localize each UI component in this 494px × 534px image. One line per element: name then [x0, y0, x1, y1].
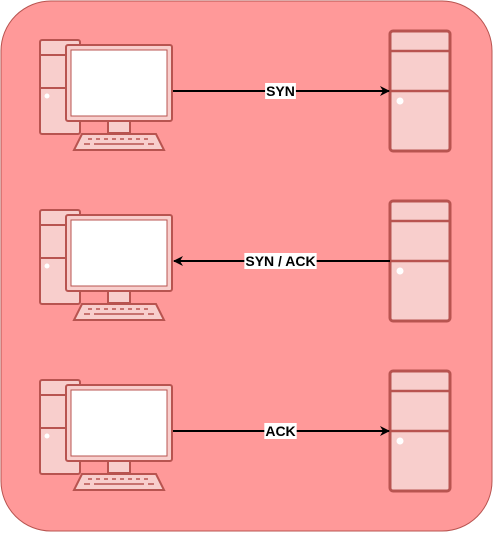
- message-label: SYN / ACK: [245, 253, 315, 269]
- message-label: ACK: [265, 423, 295, 439]
- handshake-row: SYN / ACK: [39, 199, 452, 323]
- handshake-row: SYN: [39, 29, 452, 153]
- message-label-background: [244, 253, 317, 269]
- desktop-computer-icon: [39, 39, 173, 151]
- message-label-background: [265, 83, 296, 99]
- server-tower-icon: [388, 369, 452, 493]
- desktop-computer-icon: [39, 209, 173, 321]
- message-label: SYN: [266, 83, 295, 99]
- server-tower-icon: [388, 199, 452, 323]
- handshake-row: ACK: [39, 369, 452, 493]
- message-label-background: [264, 423, 297, 439]
- desktop-computer-icon: [39, 379, 173, 491]
- server-tower-icon: [388, 29, 452, 153]
